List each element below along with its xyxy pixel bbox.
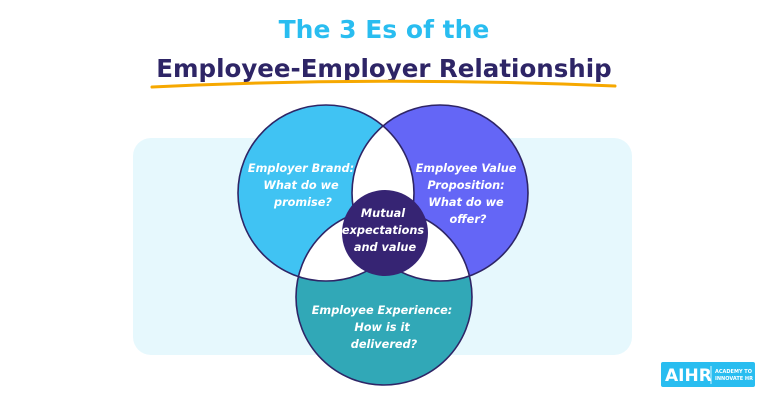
- employee-experience-label: Employee Experience: How is it delivered…: [312, 304, 457, 351]
- title-line-1: The 3 Es of the: [279, 15, 490, 44]
- title-underline: [150, 79, 617, 89]
- title-line-2: Employee-Employer Relationship: [156, 54, 611, 83]
- svg-text:AIHR: AIHR: [665, 366, 712, 386]
- svg-text:INNOVATE HR: INNOVATE HR: [715, 376, 753, 382]
- svg-text:ACADEMY TO: ACADEMY TO: [715, 369, 752, 375]
- overlap-brand-experience: [296, 209, 414, 281]
- employer-brand-label: Employer Brand: What do we promise?: [248, 162, 358, 209]
- center-label: Mutual expectations and value: [342, 207, 428, 254]
- aihr-logo: AIHR ACADEMY TO INNOVATE HR: [661, 362, 755, 387]
- overlap-evp-experience: [352, 209, 472, 281]
- employee-value-proposition-label: Employee Value Proposition: What do we o…: [416, 162, 521, 226]
- center-circle: [342, 190, 428, 276]
